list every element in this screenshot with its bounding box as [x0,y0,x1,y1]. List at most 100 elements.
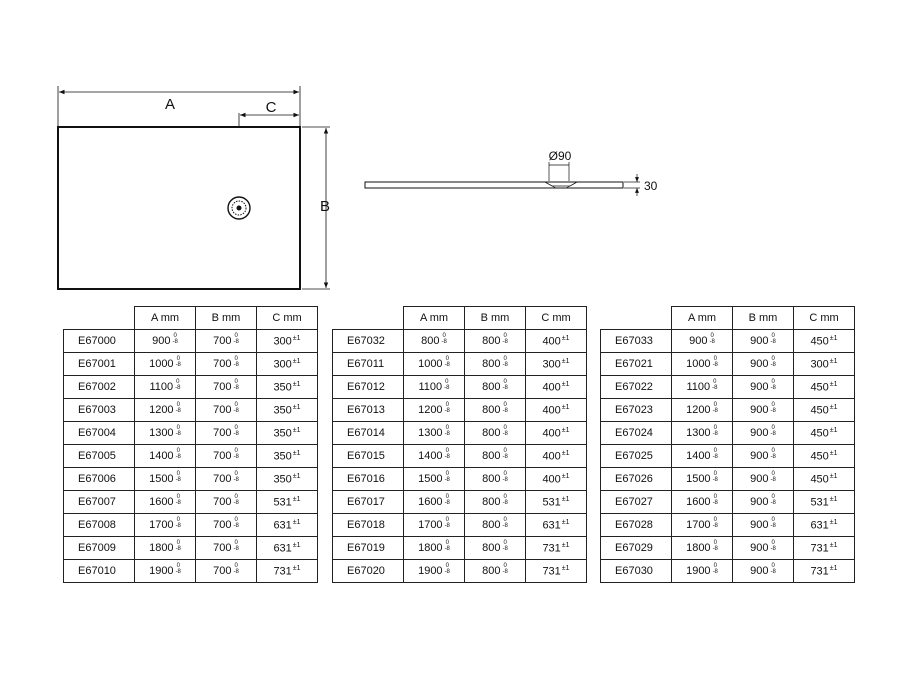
dimension-value: 531 [542,496,561,509]
tolerance: ±1 [292,449,301,457]
dimension-value: 900 [689,334,708,347]
dimension-value: 900 [750,541,769,554]
tolerance: 0-8 [503,471,508,483]
tolerance: 0-8 [176,356,181,368]
tolerance-upper: 0 [713,402,717,409]
product-code: E67016 [332,467,404,491]
dimension-c-cell: 350±1 [256,375,318,399]
dimension-value: 731 [810,542,829,555]
tolerance: ±1 [561,357,570,365]
tolerance-upper: 0 [771,402,775,409]
dimension-c-cell: 400±1 [525,421,587,445]
product-code: E67019 [332,536,404,560]
tolerance: 0-8 [710,333,715,345]
dimension-c-cell: 531±1 [525,490,587,514]
tolerance-lower: -8 [444,500,450,507]
tolerance-upper: 0 [771,494,775,501]
tolerance-upper: 0 [176,517,180,524]
tolerance: 0-8 [503,356,508,368]
dimension-value: 350 [273,404,292,417]
tolerance: ±1 [561,449,570,457]
dimension-value: 1900 [418,564,443,577]
product-code: E67027 [600,490,672,514]
tolerance: 0-8 [444,379,449,391]
tolerance: 0-8 [173,333,178,345]
tolerance: ±1 [829,403,838,411]
tolerance-lower: -8 [441,339,447,346]
dimension-value: 400 [542,450,561,463]
tolerance: ±1 [561,541,570,549]
tolerance-upper: 0 [503,448,507,455]
dimension-value: 800 [482,518,501,531]
column-header: B mm [464,306,526,330]
column-header: A mm [671,306,733,330]
tolerance: 0-8 [176,402,181,414]
dimension-value: 300 [273,358,292,371]
tolerance: 0-8 [713,425,718,437]
dimension-value: 400 [542,381,561,394]
dimension-value: 900 [750,334,769,347]
tolerance: 0-8 [442,333,447,345]
column-header: A mm [134,306,196,330]
tolerance-lower: -8 [444,408,450,415]
dimension-c-cell: 631±1 [256,513,318,537]
dimension-value: 400 [542,473,561,486]
dimension-value: 900 [750,472,769,485]
tolerance-upper: 0 [713,379,717,386]
dimension-value: 731 [273,565,292,578]
tolerance: 0-8 [234,540,239,552]
tolerance-upper: 0 [710,333,714,340]
dimension-value: 1700 [686,518,711,531]
dimension-value: 1800 [686,541,711,554]
tolerance: 0-8 [771,540,776,552]
dimension-value: 700 [213,472,232,485]
tolerance: 0-8 [176,494,181,506]
dimension-value: 1500 [149,472,174,485]
dimension-a-label: A [165,96,175,113]
column-header: C mm [793,306,855,330]
dimension-value: 900 [750,403,769,416]
dimension-c: C [238,99,299,126]
tolerance-lower: -8 [444,523,450,530]
tolerance: 0-8 [445,402,450,414]
tolerance-upper: 0 [176,540,180,547]
dimension-value: 400 [542,427,561,440]
tolerance: 0-8 [445,356,450,368]
product-code: E67002 [63,375,135,399]
dimension-value: 800 [421,334,440,347]
header-blank-cell [601,307,672,330]
tolerance: 0-8 [771,379,776,391]
tolerance-lower: -8 [712,523,718,530]
tolerance: 0-8 [503,540,508,552]
dimension-value: 300 [542,358,561,371]
dimension-c-cell: 300±1 [793,352,855,376]
dimension-c-cell: 631±1 [256,536,318,560]
dimension-c-cell: 350±1 [256,421,318,445]
dimension-value: 1600 [149,495,174,508]
tolerance: 0-8 [176,448,181,460]
tolerance-upper: 0 [445,471,449,478]
tolerance-lower: -8 [770,454,776,461]
dimension-value: 900 [750,449,769,462]
dimension-value: 800 [482,403,501,416]
dimension-value: 800 [482,472,501,485]
tolerance-lower: -8 [175,546,181,553]
dimension-value: 800 [482,495,501,508]
